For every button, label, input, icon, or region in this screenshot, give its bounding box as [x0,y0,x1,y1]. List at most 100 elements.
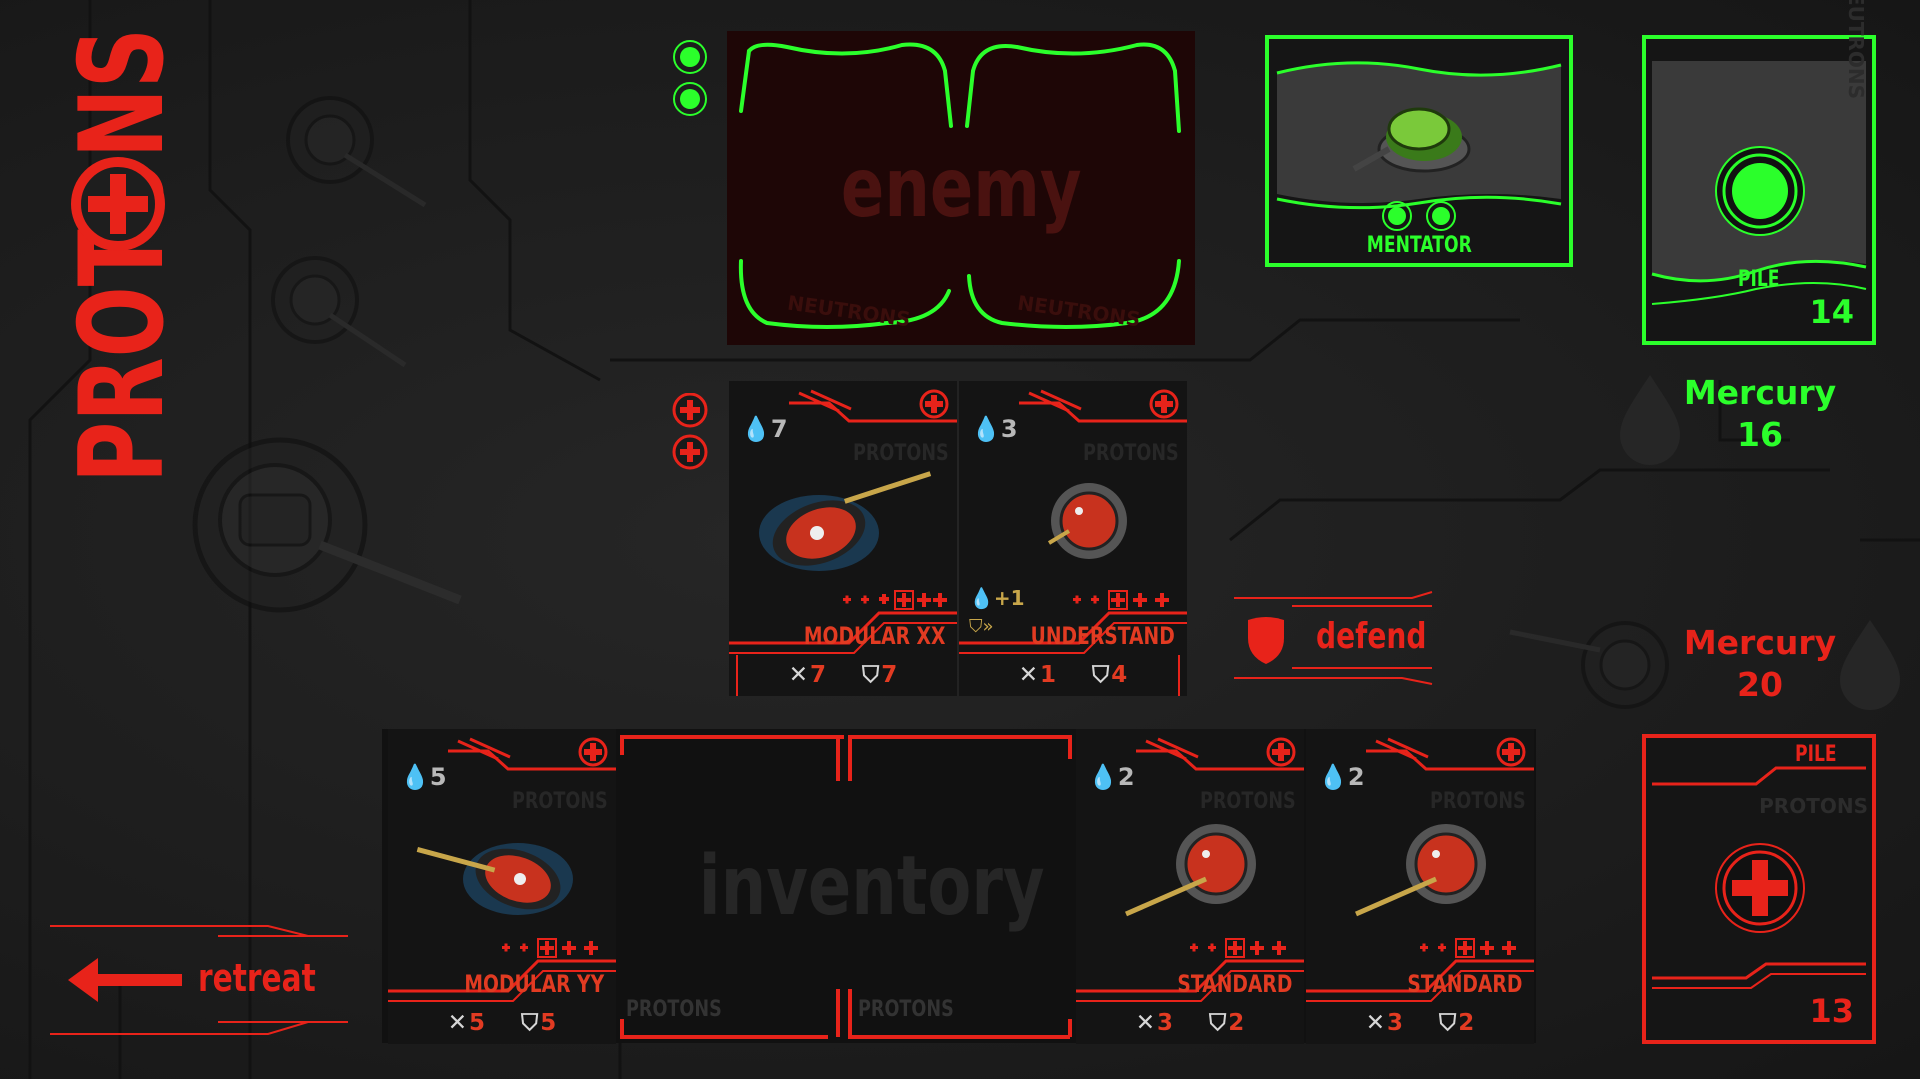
card-name: UNDERSTAND [1030,622,1175,650]
shield-icon [1248,617,1284,664]
player-pile-plus-icon [1715,843,1805,933]
retreat-label: retreat [198,956,316,1000]
card-defense: 7 [881,662,898,688]
ghost-drop-icon [1620,375,1680,465]
player-indicators [672,393,708,470]
enemy-resource-value: 16 [1737,415,1783,454]
ghost-turret-2 [271,256,407,368]
protons-logo: PROTONS [66,28,170,483]
battle-card-2[interactable]: 💧3 PROTONS 💧+1 ⛉» UNDERSTAND ✕1 ⛉4 [959,381,1187,696]
attack-icon: ✕ [447,1010,467,1036]
enemy-pile-label: PILE [1738,267,1780,292]
shield-icon: ⛉ [521,1010,539,1036]
card-pips [1073,590,1169,610]
card-bonus: 💧+1 [969,586,1025,610]
logo-plus-icon [71,157,165,251]
card-name: MODULAR YY [464,970,604,998]
card-frame [729,389,957,696]
card-pips [502,938,598,958]
player-pile-label: PILE [1794,742,1837,767]
card-stats: ✕3 ⛉2 [1306,1010,1534,1036]
inventory-label: inventory [699,839,1045,934]
card-name: MODULAR XX [803,622,945,650]
plus-icon [672,434,708,470]
enemy-pile-faction: NEUTRONS [1844,0,1868,99]
empty-slot-faction: PROTONS [626,997,722,1022]
card-name: STANDARD [1177,970,1292,998]
logo-text: PROTONS [66,28,170,483]
empty-slot-frame [620,735,844,1039]
enemy-indicators [673,40,707,116]
drop-icon: 💧 [971,415,1001,443]
card-frame [388,737,616,1002]
drop-icon: 💧 [400,763,430,791]
player-pile-frame [1652,766,1866,989]
card-pips [1190,938,1286,958]
card-stats: ✕5 ⛉5 [388,1010,616,1036]
battle-card-1[interactable]: 💧7 PROTONS MODULAR XX ✕7 ⛉7 [729,381,957,696]
plus-icon [919,389,949,419]
inventory-empty-slot-1[interactable]: PROTONS [618,729,846,1044]
card-faction: PROTONS [512,789,608,814]
shield-icon: ⛉ [862,662,880,688]
card-frame [959,389,1187,696]
tank-std-icon [1124,824,1256,917]
card-stats: ✕1 ⛉4 [959,662,1187,688]
plus-icon [1149,389,1179,419]
card-pips [1420,938,1516,958]
card-faction: PROTONS [853,441,949,466]
card-defense: 2 [1228,1010,1245,1036]
plus-icon [1496,737,1526,767]
enemy-pile-token-icon [1715,146,1805,236]
enemy-featured-card[interactable]: MENTATOR [1265,35,1573,267]
ghost-drop-icon [1840,620,1900,710]
ghost-turret-3 [192,437,462,613]
inventory-card-2[interactable]: 💧2 PROTONS STANDARD ✕3 ⛉2 [1076,729,1304,1044]
gold-drop-icon: 💧 [969,586,994,610]
card-faction: PROTONS [1430,789,1526,814]
drop-icon: 💧 [741,415,771,443]
defend-button-frame [1234,591,1433,685]
card-attack: 3 [1386,1010,1403,1036]
plus-icon [578,737,608,767]
card-faction: PROTONS [1200,789,1296,814]
card-attack: 1 [1039,662,1056,688]
card-frame [1076,737,1304,1002]
card-defense: 5 [540,1010,557,1036]
card-cost: 3 [1000,415,1018,443]
arrow-left-icon [68,958,182,1002]
enemy-resource: Mercury 16 [1660,372,1860,456]
inventory-card-1[interactable]: 💧5 PROTONS MODULAR YY ✕5 ⛉5 [388,729,616,1044]
player-resource-name: Mercury [1683,623,1837,662]
card-name: STANDARD [1407,970,1522,998]
retreat-button[interactable]: retreat [48,922,354,1038]
empty-slot-faction: PROTONS [858,997,954,1022]
inventory-empty-slot-2[interactable]: PROTONS [846,729,1074,1044]
tank-light-icon [1047,483,1127,559]
card-pips [843,590,947,610]
attack-icon: ✕ [1018,662,1038,688]
attack-icon: ✕ [1135,1010,1155,1036]
enemy-resource-name: Mercury [1683,373,1837,412]
tank-heavy-icon [759,471,932,571]
shield-icon: ⛉ [1439,1010,1457,1036]
card-attack: 7 [809,662,826,688]
player-resource-value: 20 [1737,665,1783,704]
shield-icon: ⛉ [1092,662,1110,688]
inventory-card-3[interactable]: 💧2 PROTONS STANDARD ✕3 ⛉2 [1306,729,1534,1044]
player-pile[interactable]: PILE PROTONS 13 [1642,734,1876,1044]
player-resource: Mercury 20 [1660,622,1860,706]
enemy-slot-frames [738,42,1181,329]
shield-icon: ⛉ [1209,1010,1227,1036]
card-attack: 3 [1156,1010,1173,1036]
attack-icon: ✕ [788,662,808,688]
enemy-pile[interactable]: NEUTRONS PILE 14 [1642,0,1876,345]
defend-label: defend [1316,616,1427,657]
card-frame [1306,737,1534,1002]
plus-icon [1266,737,1296,767]
featured-card-frame [1276,61,1562,231]
player-pile-count: 13 [1809,992,1854,1030]
card-cost: 2 [1117,763,1135,791]
drop-icon: 💧 [1318,763,1348,791]
defend-button[interactable]: defend [1232,590,1438,686]
